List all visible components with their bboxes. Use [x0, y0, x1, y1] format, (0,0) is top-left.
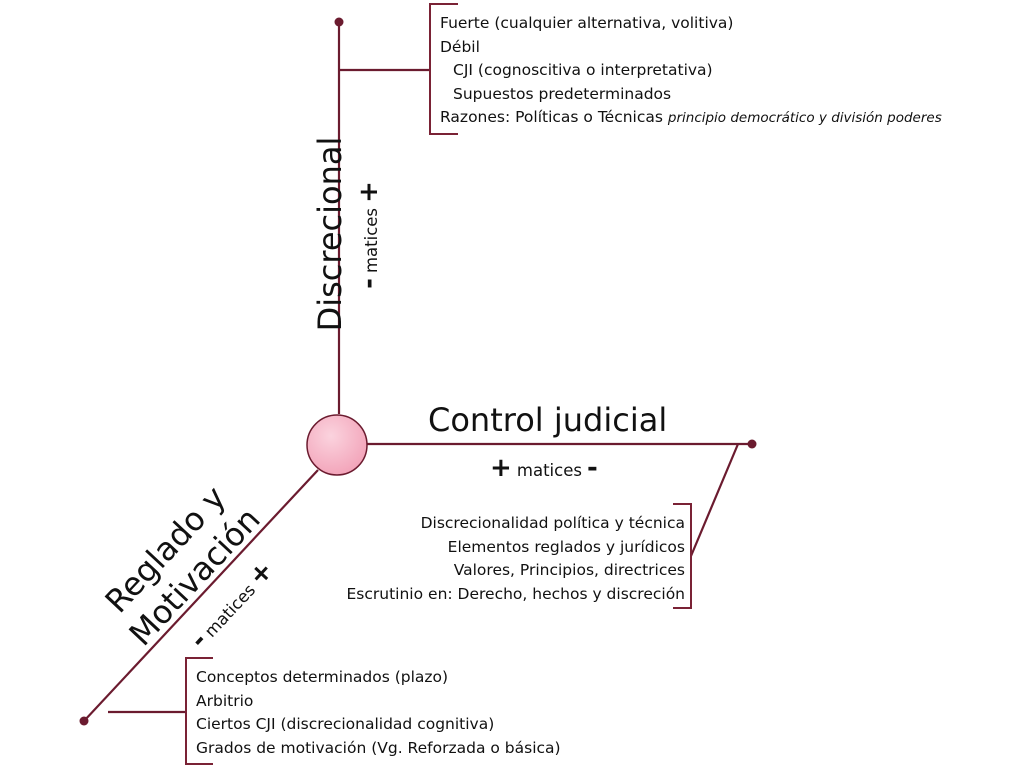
vertical-axis-end-dot [334, 17, 344, 27]
discrecional-list: Fuerte (cualquier alternativa, volitiva)… [440, 12, 942, 131]
scale-minus: - [354, 278, 384, 289]
list-item: Supuestos predeterminados [453, 84, 672, 103]
list-item: CJI (cognoscitiva o interpretativa) [453, 61, 713, 79]
list-item: Arbitrio [196, 691, 254, 710]
reglado-list: Conceptos determinados (plazo) Arbitrio … [196, 666, 561, 760]
control-judicial-scale: + matices - [490, 453, 598, 483]
vertical-list-bracket [429, 3, 458, 135]
center-node [306, 414, 368, 476]
horizontal-connector [689, 443, 740, 557]
scale-plus: + [354, 181, 384, 203]
scale-minus: - [587, 453, 598, 483]
list-item: Discrecionalidad política y técnica [420, 514, 685, 532]
discrecional-title: Discrecional [311, 136, 349, 332]
list-item: Débil [440, 37, 480, 56]
diagonal-list-bracket [185, 657, 213, 765]
horizontal-axis-end-dot [747, 439, 757, 449]
list-item: Elementos reglados y jurídicos [447, 537, 685, 556]
diagonal-axis-line [83, 469, 319, 722]
list-item-text: Razones: Políticas o Técnicas [440, 108, 668, 126]
control-judicial-list: Discrecionalidad política y técnica Elem… [347, 512, 685, 606]
list-item: Ciertos CJI (discrecionalidad cognitiva) [196, 715, 495, 733]
scale-word: matices [516, 461, 582, 480]
diagonal-axis-end-dot [79, 716, 89, 726]
horizontal-list-bracket [673, 503, 692, 609]
list-item: Escrutinio en: Derecho, hechos y discrec… [346, 584, 685, 603]
scale-word: matices [362, 207, 381, 274]
list-item: Grados de motivación (Vg. Reforzada o bá… [196, 738, 561, 757]
list-item: Fuerte (cualquier alternativa, volitiva) [440, 14, 734, 32]
list-item: Conceptos determinados (plazo) [196, 668, 449, 686]
list-item-emphasis: principio democrático y división poderes [667, 110, 942, 126]
list-item: Razones: Políticas o Técnicas principio … [440, 106, 942, 131]
scale-plus: + [490, 453, 512, 483]
discrecional-scale: - matices + [354, 181, 384, 289]
list-item: Valores, Principios, directrices [453, 561, 685, 579]
control-judicial-title: Control judicial [428, 401, 668, 439]
